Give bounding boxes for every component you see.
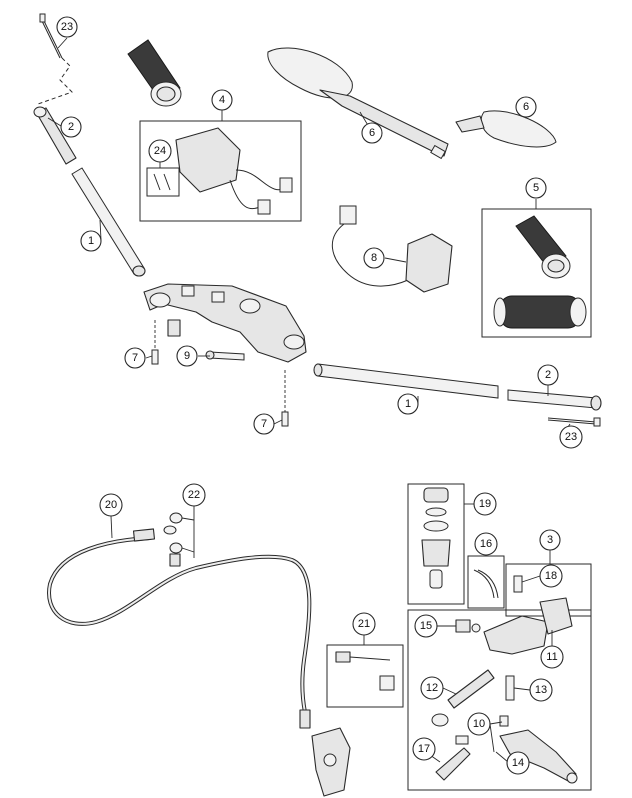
callout-label: 1 xyxy=(88,235,94,247)
callout-label: 3 xyxy=(547,534,553,546)
callout-label: 2 xyxy=(545,369,551,381)
callout-label: 11 xyxy=(546,651,557,663)
part-box-21 xyxy=(326,644,404,708)
callout-11: 11 xyxy=(540,645,564,669)
callout-label: 7 xyxy=(261,418,267,430)
callout-18: 18 xyxy=(539,564,563,588)
bar-end-2-right xyxy=(507,389,602,411)
callout-10: 10 xyxy=(467,712,491,736)
callout-20: 20 xyxy=(99,493,123,517)
callout-label: 8 xyxy=(371,252,377,264)
switch-21 xyxy=(335,651,395,691)
switch-unit-4 xyxy=(175,127,293,215)
callout-label: 21 xyxy=(358,618,370,630)
reservoir-19 xyxy=(421,487,451,589)
callout-13: 13 xyxy=(529,678,553,702)
callout-19: 19 xyxy=(473,492,497,516)
callout-7-left: 7 xyxy=(124,347,146,369)
callout-12: 12 xyxy=(420,676,444,700)
callout-label: 5 xyxy=(533,182,539,194)
callout-8: 8 xyxy=(363,247,385,269)
bolt-23-right xyxy=(547,417,601,427)
callout-7-bottom: 7 xyxy=(253,413,275,435)
screw-7-bottom xyxy=(281,370,289,427)
callout-2-right: 2 xyxy=(537,364,559,386)
callout-21: 21 xyxy=(352,612,376,636)
master-cylinder-3 xyxy=(455,597,573,655)
lever-10 xyxy=(499,715,578,784)
callout-label: 23 xyxy=(61,21,73,33)
assembly-path-23 xyxy=(37,57,73,105)
callout-label: 15 xyxy=(420,620,432,632)
callout-6-left: 6 xyxy=(361,122,383,144)
callout-6-right: 6 xyxy=(515,96,537,118)
part-18 xyxy=(513,575,523,593)
mirror-right-6 xyxy=(455,110,557,148)
callout-4: 4 xyxy=(211,89,233,111)
piston-12 xyxy=(431,669,495,727)
part-box-16 xyxy=(467,555,505,609)
callout-label: 20 xyxy=(105,499,117,511)
mirror-left-6 xyxy=(267,47,449,160)
part-17 xyxy=(435,735,471,781)
callout-1-right: 1 xyxy=(397,393,419,415)
part-box-5 xyxy=(481,208,592,338)
handlebar-left-tube xyxy=(71,167,146,277)
callout-9: 9 xyxy=(176,345,198,367)
hose-16 xyxy=(473,569,499,599)
callout-label: 6 xyxy=(369,127,375,139)
callout-label: 2 xyxy=(68,121,74,133)
leader-lines xyxy=(47,37,571,763)
handlebar-right-tube xyxy=(313,363,499,399)
grip-top xyxy=(127,39,182,107)
grips-5 xyxy=(493,215,587,329)
callout-label: 13 xyxy=(535,684,547,696)
callout-label: 23 xyxy=(565,431,577,443)
callout-22: 22 xyxy=(182,483,206,507)
callout-label: 10 xyxy=(473,718,485,730)
part-box-19 xyxy=(407,483,465,605)
callout-2-top: 2 xyxy=(60,116,82,138)
slave-cylinder xyxy=(311,727,351,797)
callout-15: 15 xyxy=(414,614,438,638)
callout-label: 16 xyxy=(480,538,492,550)
part-box-4 xyxy=(139,120,302,222)
switch-unit-8 xyxy=(331,205,453,293)
callout-3: 3 xyxy=(539,529,561,551)
callout-label: 12 xyxy=(426,682,438,694)
callout-label: 18 xyxy=(545,570,557,582)
callout-17: 17 xyxy=(412,737,436,761)
screw-9 xyxy=(167,319,245,361)
callout-23-right: 23 xyxy=(559,425,583,449)
clutch-line-20 xyxy=(47,528,312,729)
part-13 xyxy=(505,675,515,701)
callout-label: 24 xyxy=(154,145,166,157)
callout-label: 6 xyxy=(523,101,529,113)
screws-24 xyxy=(153,173,171,191)
callout-label: 1 xyxy=(405,398,411,410)
callout-16: 16 xyxy=(474,532,498,556)
callout-label: 7 xyxy=(132,352,138,364)
callout-23-top: 23 xyxy=(56,16,78,38)
triple-clamp xyxy=(143,283,307,363)
bolt-23-top xyxy=(39,13,63,59)
callout-24: 24 xyxy=(148,139,172,163)
callout-1-left: 1 xyxy=(80,230,102,252)
callout-label: 22 xyxy=(188,489,200,501)
callout-14: 14 xyxy=(506,751,530,775)
screw-7-left xyxy=(151,320,159,365)
callout-label: 4 xyxy=(219,94,225,106)
callout-label: 19 xyxy=(479,498,491,510)
callout-label: 9 xyxy=(184,350,190,362)
callout-5: 5 xyxy=(525,177,547,199)
part-box-24 xyxy=(146,167,180,197)
banjo-parts-22 xyxy=(163,512,183,567)
callout-label: 14 xyxy=(512,757,524,769)
bar-end-2-top xyxy=(33,106,77,165)
callout-label: 17 xyxy=(418,743,430,755)
part-box-3 xyxy=(407,609,592,791)
